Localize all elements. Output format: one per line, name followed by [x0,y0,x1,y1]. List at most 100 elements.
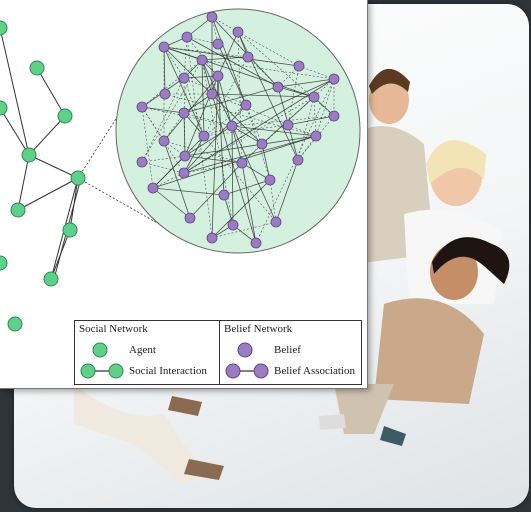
social-interaction-edge [17,177,79,211]
belief-node [236,157,248,169]
legend: Social Network Agent Social Interaction [74,320,362,385]
belief-association-edge [211,75,219,95]
belief-association-edge [152,172,185,189]
belief-association-edge [245,104,263,145]
belief-node [196,54,208,66]
belief-node [158,41,170,53]
belief-association-edge [241,162,257,244]
belief-association-edge [141,106,185,114]
belief-association-edge [313,96,317,137]
belief-association-edge [241,162,271,181]
belief-association-edge [183,75,219,79]
belief-association-edge [163,140,191,219]
belief-node [206,88,218,100]
legend-social-interaction-label: Social Interaction [129,365,207,377]
agent-icon [92,342,108,358]
belief-association-edge [141,106,185,174]
belief-node [270,216,282,228]
agent-node [0,255,8,271]
belief-node [242,51,254,63]
belief-association-edge [211,16,279,88]
belief-association-edge [217,75,243,164]
belief-node [282,119,294,131]
belief-association-edge [211,93,257,244]
belief-node [272,81,284,93]
legend-belief-association-row: Belief Association [224,362,355,380]
belief-association-edge [183,112,233,127]
zoom-line [77,177,167,229]
agent-node [57,108,73,124]
belief-node [264,174,276,186]
belief-association-edge [211,179,271,239]
belief-node [206,11,218,23]
belief-association-edge [211,75,219,239]
belief-association-edge [217,75,225,196]
belief-association-edge [163,46,300,67]
belief-association-edge [269,179,277,223]
agent-node [62,222,78,238]
belief-node [218,189,230,201]
belief-association-edge [211,93,289,126]
legend-agent-row: Agent [91,341,156,359]
belief-association-edge [201,56,249,61]
belief-node [178,72,190,84]
social-interaction-edge [17,154,30,211]
belief-node [226,120,238,132]
belief-association-edge [141,106,154,189]
belief-network-bubble [115,8,361,254]
belief-association-edge [152,187,191,219]
social-interaction-edge [0,27,30,156]
belief-association-edge [211,16,247,106]
belief-association-edge [201,59,205,137]
belief-association-edge [203,135,277,223]
belief-association-edge [141,161,185,174]
agent-node [43,271,59,287]
belief-node [158,135,170,147]
belief-node [308,91,320,103]
belief-node [328,110,340,122]
belief-association-edge [183,112,186,157]
belief-node [181,31,193,43]
legend-belief-label: Belief [274,344,301,356]
belief-node [178,107,190,119]
belief-association-edge [186,36,279,88]
belief-node [310,130,322,142]
belief-association-edge [184,155,243,164]
legend-agent-label: Agent [129,344,156,356]
social-interaction-edge [28,115,66,156]
belief-association-edge [275,159,299,223]
belief-association-edge [247,56,279,88]
belief-association-edge [183,96,315,174]
zoom-line [77,107,124,179]
belief-association-edge [261,143,271,181]
agent-node [70,170,86,186]
social-interaction-edge [0,107,30,156]
belief-node [198,130,210,142]
belief-node [184,212,196,224]
network-diagram-panel: Social Network Agent Social Interaction [0,0,368,389]
belief-icon [237,342,253,358]
belief-node [206,232,218,244]
social-interaction-edge [28,154,79,179]
belief-association-edge [297,96,315,161]
belief-network-zoom [115,8,361,254]
agent-node [0,100,8,116]
belief-association-edge [277,86,315,98]
belief-association-edge [183,78,335,174]
agent-node [10,202,26,218]
belief-node [212,38,224,50]
belief-association-edge [231,78,335,127]
belief-association-edge [163,46,315,98]
zoom-connector-lines [77,107,167,229]
social-interaction-edge [36,67,66,117]
legend-belief-network: Belief Network Belief Belief Association [220,321,361,384]
social-interaction-icon [80,363,124,379]
belief-association-edge [231,125,263,145]
belief-association-edge [183,162,243,174]
legend-belief-title: Belief Network [224,323,293,335]
agent-node [0,20,8,36]
belief-node [227,219,239,231]
agent-node [7,316,23,332]
belief-node [136,156,148,168]
